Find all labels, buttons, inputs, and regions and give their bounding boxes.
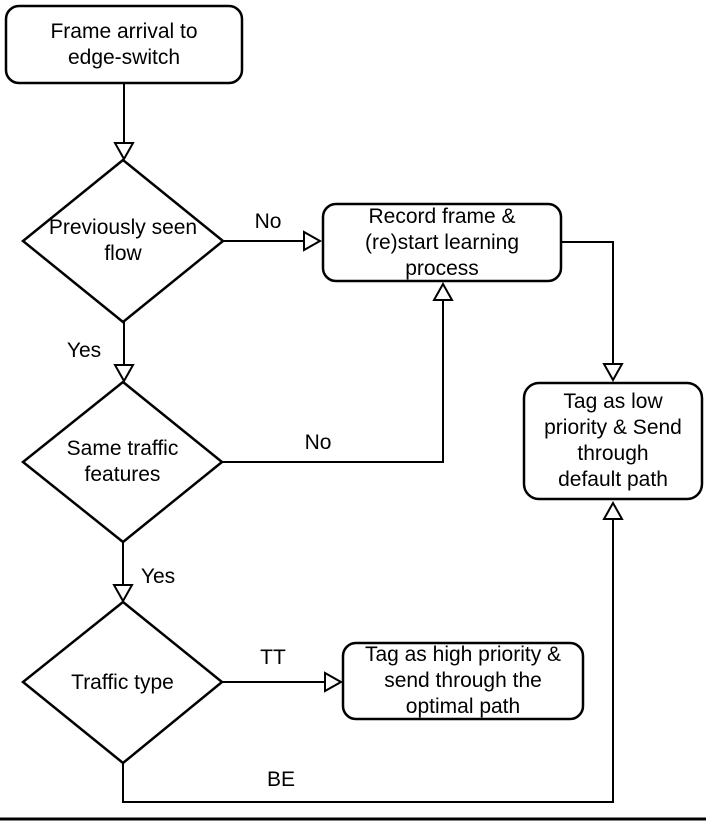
arrowhead-down-same-traffic xyxy=(113,364,135,384)
start-node-box xyxy=(4,4,244,85)
tag-low-priority-node-box xyxy=(522,381,704,501)
previously-seen-flow-diamond xyxy=(21,158,225,324)
edge-record-frame-to-tag-low xyxy=(561,241,614,364)
tag-high-priority-node-box xyxy=(341,641,585,721)
same-traffic-features-diamond xyxy=(20,380,224,544)
arrowhead-up-tag-low-bottom xyxy=(602,500,624,520)
arrowhead-down-traffic-type xyxy=(112,584,134,604)
arrowhead-up-record-frame-bottom xyxy=(432,281,454,301)
arrowhead-down-tag-low-top xyxy=(602,363,624,383)
arrowhead-right-record-frame xyxy=(303,230,323,252)
arrowhead-down-previously-seen xyxy=(113,142,135,162)
traffic-type-diamond xyxy=(21,600,224,765)
edge-be-to-tag-low xyxy=(122,519,614,803)
record-frame-node-box xyxy=(321,202,563,283)
arrowhead-right-tag-high xyxy=(324,671,344,693)
edge-no-to-record-frame-bottom xyxy=(222,299,444,463)
